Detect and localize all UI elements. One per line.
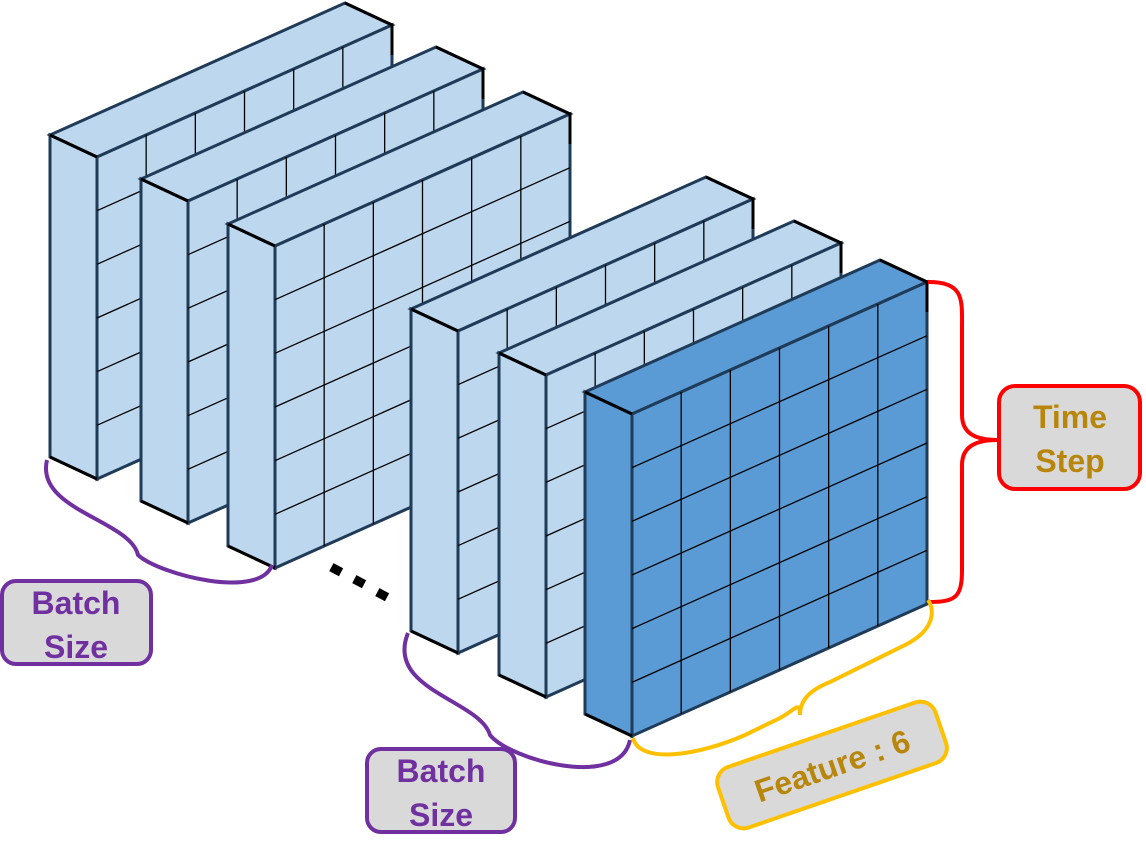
panel-edge (793, 219, 843, 273)
panel-grid-row (631, 549, 928, 683)
panel-grid-row (631, 496, 928, 630)
feature-box: Feature : 6 (715, 699, 949, 831)
panel-edge (410, 307, 459, 333)
panel-edge (584, 390, 633, 416)
panel-edge (49, 455, 98, 481)
panel-edge (227, 222, 276, 248)
panel-grid-row (274, 167, 571, 301)
panel-edge (522, 90, 572, 144)
panel-6 (581, 258, 931, 739)
panel-edge (705, 175, 755, 229)
batch-size-left-box: Batch Size (0, 579, 153, 666)
panel-edge (879, 258, 929, 312)
batch-size-right-line1: Batch (397, 753, 486, 789)
panel-edge (227, 544, 276, 570)
panel-grid-row (274, 220, 571, 354)
time-step-line1: Time (1033, 399, 1107, 435)
time-step-brace (927, 280, 999, 604)
panel-grid-row (631, 442, 928, 576)
panel-side-face (409, 306, 460, 656)
panel-edge (435, 45, 485, 99)
panel-grid-row (631, 335, 928, 469)
feature-brace (631, 598, 934, 757)
batch-size-left-line2: Size (44, 629, 108, 665)
panel-edge (498, 673, 547, 699)
ellipsis-icon (329, 563, 390, 602)
panel-edge (584, 712, 633, 738)
batch-size-left-brace (44, 459, 274, 585)
panel-side-face (226, 221, 277, 571)
panel-edge (410, 629, 459, 655)
batch-size-right-box: Batch Size (365, 747, 517, 834)
panel-side-face (48, 132, 99, 482)
batch-size-right-brace (402, 632, 632, 770)
panel-side-face (497, 350, 548, 700)
panel-edge (49, 133, 98, 159)
panel-edge (140, 499, 189, 525)
time-step-line2: Step (1035, 443, 1104, 479)
panel-edge (498, 351, 547, 377)
panel-side-face (139, 176, 190, 526)
panel-edge (140, 177, 189, 203)
panel-side-face (583, 389, 634, 739)
batch-size-right-line2: Size (409, 797, 473, 833)
batch-size-left-line1: Batch (32, 585, 121, 621)
panel-grid-row (631, 388, 928, 522)
time-step-box: Time Step (997, 384, 1142, 491)
panel-edge (344, 1, 394, 55)
panel-stack (46, 1, 931, 739)
